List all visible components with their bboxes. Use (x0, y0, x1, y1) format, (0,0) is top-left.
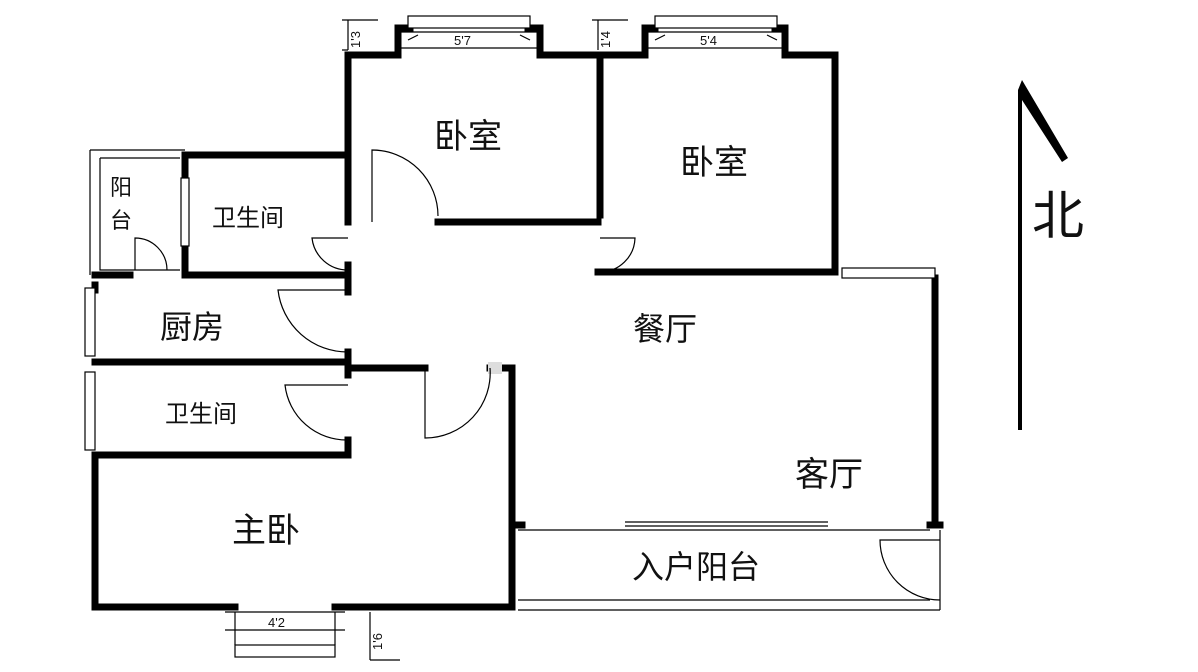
balcony-label-1: 阳 (110, 176, 132, 201)
top-right-window-dim: 5'4 (700, 33, 717, 48)
top-right-depth-dim: 1'4 (598, 31, 613, 48)
dining-label: 餐厅 (633, 310, 697, 348)
room-labels: 卧室 卧室 阳 台 卫生间 厨房 餐厅 卫生间 客厅 主卧 入户阳台 (110, 117, 863, 586)
kitchen-label: 厨房 (160, 308, 224, 346)
master-bedroom-label: 主卧 (232, 511, 300, 551)
compass-label: 北 (1032, 187, 1084, 247)
bedroom-top-left-label: 卧室 (434, 117, 502, 157)
entry-balcony-label: 入户阳台 (632, 548, 760, 586)
north-compass (1018, 80, 1068, 430)
dimension-marks (342, 19, 778, 661)
bay-windows (225, 15, 785, 658)
bathroom-upper-label: 卫生间 (212, 204, 284, 232)
top-left-window-dim: 5'7 (454, 33, 471, 48)
top-left-depth-dim: 1'3 (348, 31, 363, 48)
dimension-labels: 5'7 5'4 4'2 1'3 1'4 1'6 (268, 31, 717, 650)
door-swings (134, 149, 941, 601)
walls (91, 24, 944, 611)
bottom-window-dim: 4'2 (268, 615, 285, 630)
bottom-depth-dim: 1'6 (370, 633, 385, 650)
balcony-label-2: 台 (110, 209, 132, 234)
bathroom-lower-label: 卫生间 (165, 400, 237, 428)
thin-lines (84, 149, 941, 611)
living-label: 客厅 (795, 455, 863, 495)
bedroom-top-right-label: 卧室 (680, 143, 748, 183)
